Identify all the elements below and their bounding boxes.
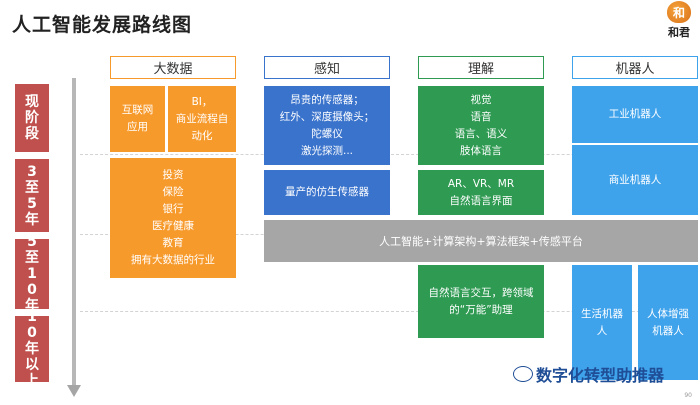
page-number: 90 (684, 392, 692, 399)
box-life-robot: 生活机器人 (572, 265, 632, 380)
timeline-arrow-icon (67, 385, 81, 397)
platform-band: 人工智能+计算架构+算法框架+传感平台 (264, 220, 698, 262)
logo: 和 和君 (661, 1, 697, 41)
column-header-perception: 感知 (264, 56, 390, 79)
era-3-5: 3至5年 (15, 159, 49, 232)
logo-brand: 和君 (668, 26, 690, 39)
column-header-understanding: 理解 (418, 56, 544, 79)
era-5-10: 5至10年 (15, 234, 49, 314)
era-now: 现阶段 (15, 84, 49, 152)
box-augment-robot: 人体增强机器人 (638, 265, 698, 380)
logo-badge-icon: 和 (667, 1, 691, 23)
column-header-robots: 机器人 (572, 56, 698, 79)
wechat-icon (513, 366, 533, 382)
box-perception-now: 昂贵的传感器；红外、深度摄像头；陀螺仪激光探测... (264, 86, 390, 165)
box-commercial-robot: 商业机器人 (572, 145, 698, 215)
box-understanding-late: 自然语言交互，跨领域的“万能”助理 (418, 265, 544, 338)
box-understanding-now: 视觉语音语言、语义肢体语言 (418, 86, 544, 165)
box-internet-apps: 互联网应用 (110, 86, 165, 152)
page-title: 人工智能发展路线图 (12, 14, 193, 36)
timeline-bar (72, 78, 76, 385)
box-industrial-robot: 工业机器人 (572, 86, 698, 143)
era-10-plus: 10年以上 (15, 309, 49, 389)
watermark: 数字化转型助推器 (513, 362, 664, 386)
era-divider (80, 311, 695, 312)
box-perception-mid: 量产的仿生传感器 (264, 170, 390, 215)
column-header-bigdata: 大数据 (110, 56, 236, 79)
box-industries: 投资保险银行 医疗健康教育拥有大数据的行业 (110, 158, 236, 278)
box-bi: BI，商业流程自动化 (168, 86, 236, 152)
